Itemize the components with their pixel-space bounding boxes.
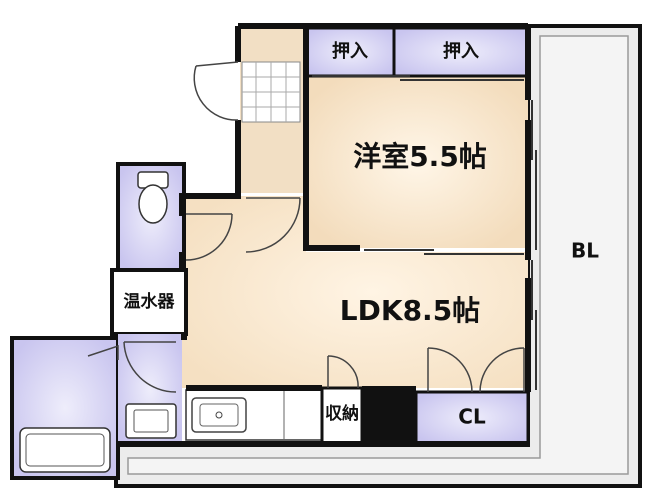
western-room-label: 洋室5.5帖 xyxy=(353,140,487,173)
western-room-size: 5.5帖 xyxy=(409,140,487,173)
closet-right-label: 押入 xyxy=(443,40,479,62)
sliding-doors xyxy=(312,75,537,390)
ldk-room xyxy=(182,196,528,388)
closet-right xyxy=(392,26,530,78)
bathroom xyxy=(10,336,120,480)
ldk-size: 8.5帖 xyxy=(403,294,481,327)
ldk-label: LDK8.5帖 xyxy=(340,294,480,327)
cl-label: CL xyxy=(458,405,486,429)
storage-label: 収納 xyxy=(325,403,359,424)
walls xyxy=(118,23,531,447)
entrance-area xyxy=(240,28,306,193)
water-heater-label: 温水器 xyxy=(124,291,176,312)
toilet-room xyxy=(116,162,186,272)
washroom xyxy=(118,334,182,444)
western-room xyxy=(306,76,528,248)
kitchen-counter xyxy=(185,389,323,441)
western-room-name: 洋室 xyxy=(353,140,409,173)
door-swings xyxy=(87,61,525,393)
water-heater xyxy=(110,268,188,336)
ldk-name: LDK xyxy=(340,294,404,327)
closet-left-label: 押入 xyxy=(332,40,368,62)
balcony-label: BL xyxy=(571,239,599,263)
pipe-shaft xyxy=(362,386,416,444)
